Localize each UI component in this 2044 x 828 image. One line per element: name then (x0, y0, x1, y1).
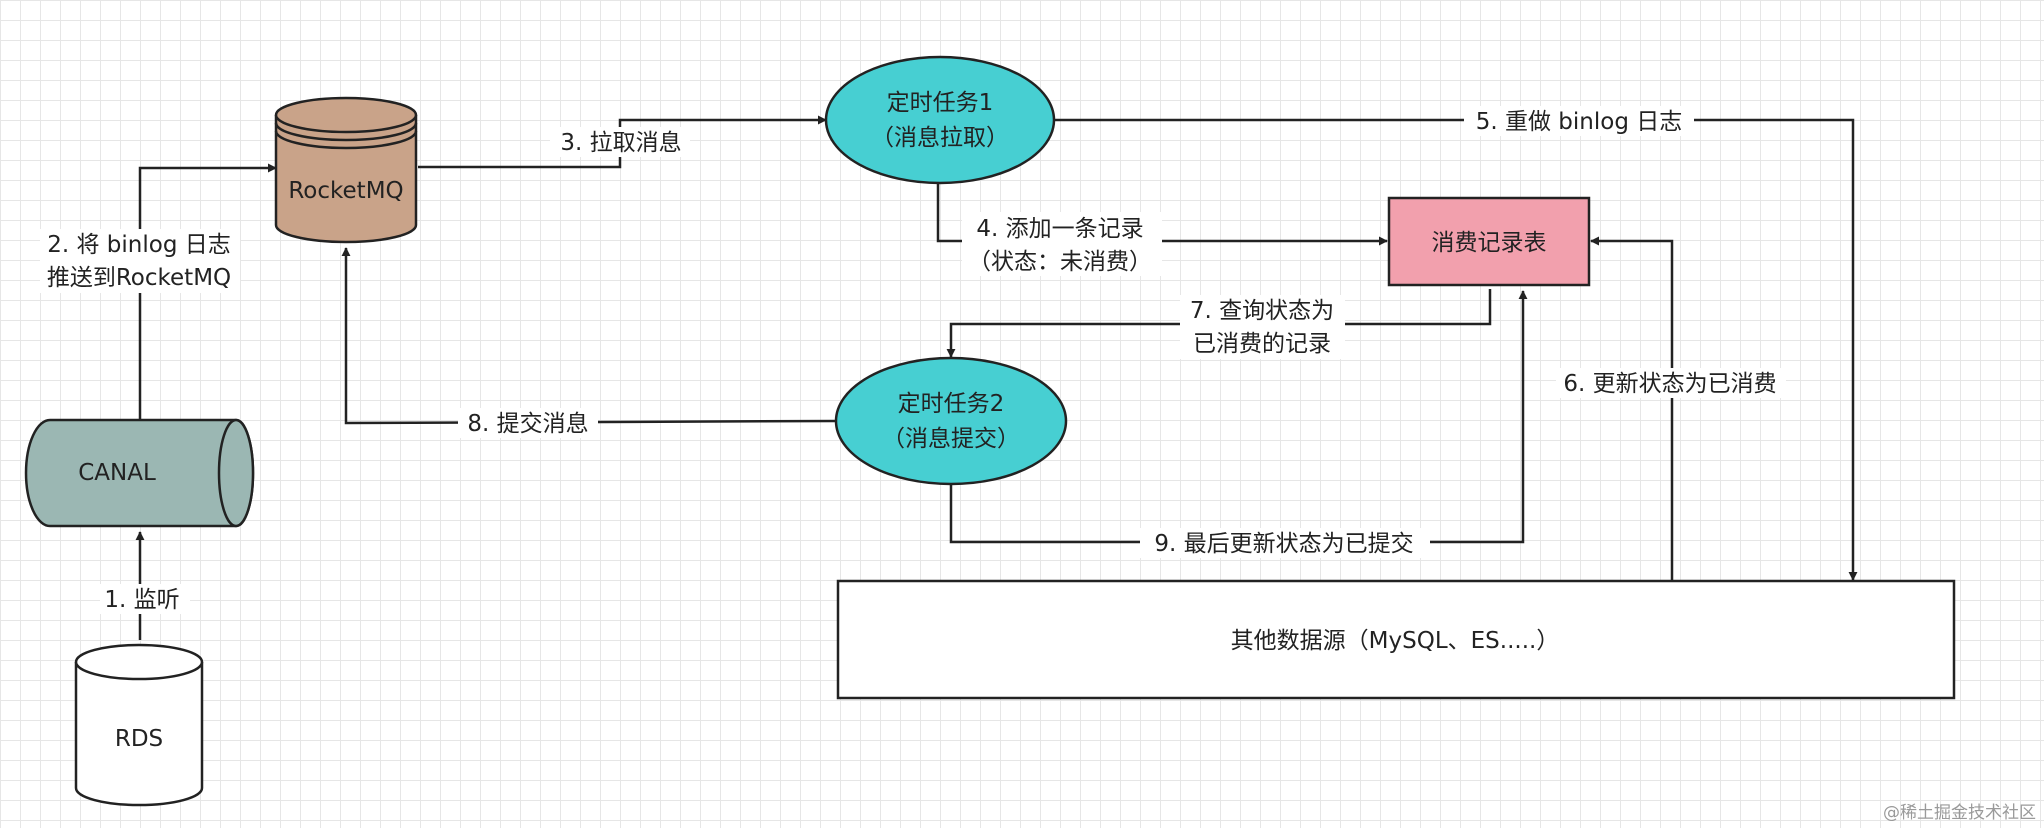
edge-6-label: 6. 更新状态为已消费 (1563, 371, 1776, 397)
edge-2-label-line2: 推送到RocketMQ (47, 265, 231, 291)
canal-label: CANAL (78, 460, 156, 486)
record-table-label: 消费记录表 (1432, 230, 1547, 256)
edge-7-label-line2: 已消费的记录 (1193, 331, 1331, 357)
edge-6-update-consumed (1590, 236, 1674, 580)
task-1-label-line1: 定时任务1 (887, 90, 994, 116)
task-2-label-line2: （消息提交） (882, 426, 1020, 452)
canal-cylinder (24, 418, 255, 528)
edge-8-commit-message (341, 247, 837, 425)
task-1-label-line2: （消息拉取） (871, 125, 1009, 151)
watermark: @稀土掘金技术社区 (1883, 803, 2036, 823)
edge-7-label-line1: 7. 查询状态为 (1190, 298, 1334, 324)
other-data-sources (836, 579, 1956, 700)
edge-5-label: 5. 重做 binlog 日志 (1476, 109, 1683, 135)
edge-4-label-line2: （状态：未消费） (968, 249, 1152, 275)
edge-1-label: 1. 监听 (104, 587, 179, 613)
consumption-record-table (1387, 196, 1591, 287)
rocketmq-cylinder (274, 96, 418, 244)
rds-label: RDS (115, 726, 163, 752)
edge-9-label: 9. 最后更新状态为已提交 (1154, 531, 1413, 557)
task-2-label-line1: 定时任务2 (898, 391, 1005, 417)
other-sources-label: 其他数据源（MySQL、ES.....） (1231, 628, 1560, 654)
edge-2-label-line1: 2. 将 binlog 日志 (47, 232, 231, 258)
scheduled-task-2 (834, 356, 1068, 486)
rocketmq-label: RocketMQ (288, 178, 403, 204)
edge-8-label: 8. 提交消息 (467, 411, 588, 437)
rds-database (74, 643, 204, 807)
edge-4-label-line1: 4. 添加一条记录 (976, 216, 1143, 242)
edge-2-push-binlog (138, 163, 277, 420)
scheduled-task-1 (824, 55, 1056, 185)
edge-4-add-record (936, 184, 1388, 246)
edge-5-redo-binlog (1054, 118, 1858, 581)
edge-3-label: 3. 拉取消息 (560, 130, 681, 156)
